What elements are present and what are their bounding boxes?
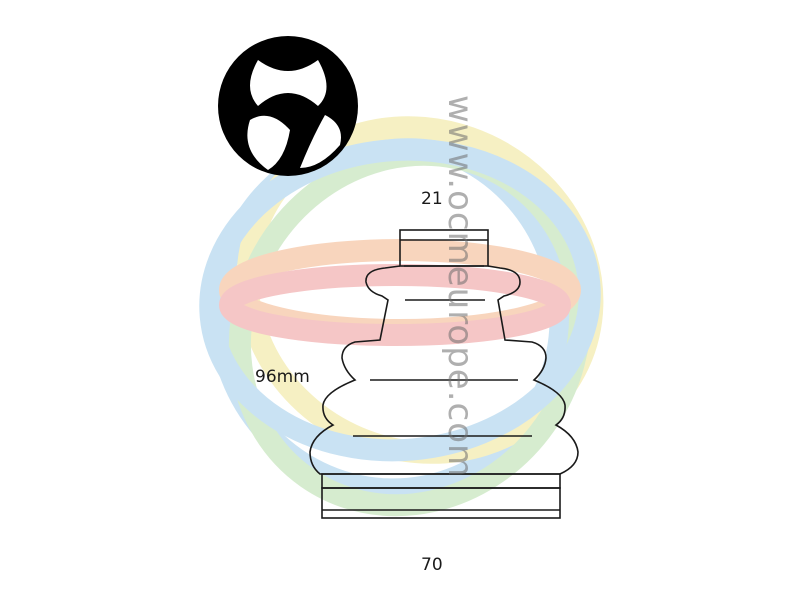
height-label: 96mm: [255, 367, 310, 387]
bottom-diameter-label: 70: [421, 555, 443, 575]
bottom-collar-base: [321, 487, 561, 519]
ring-red: [219, 264, 571, 346]
watermark-text: www.ocmeurope.com: [440, 95, 480, 479]
joint-type-badge-icon: [218, 36, 358, 176]
top-diameter-label: 21: [421, 189, 443, 209]
cv-boot-outline: [309, 229, 579, 519]
ring-blue-right: [199, 138, 601, 462]
